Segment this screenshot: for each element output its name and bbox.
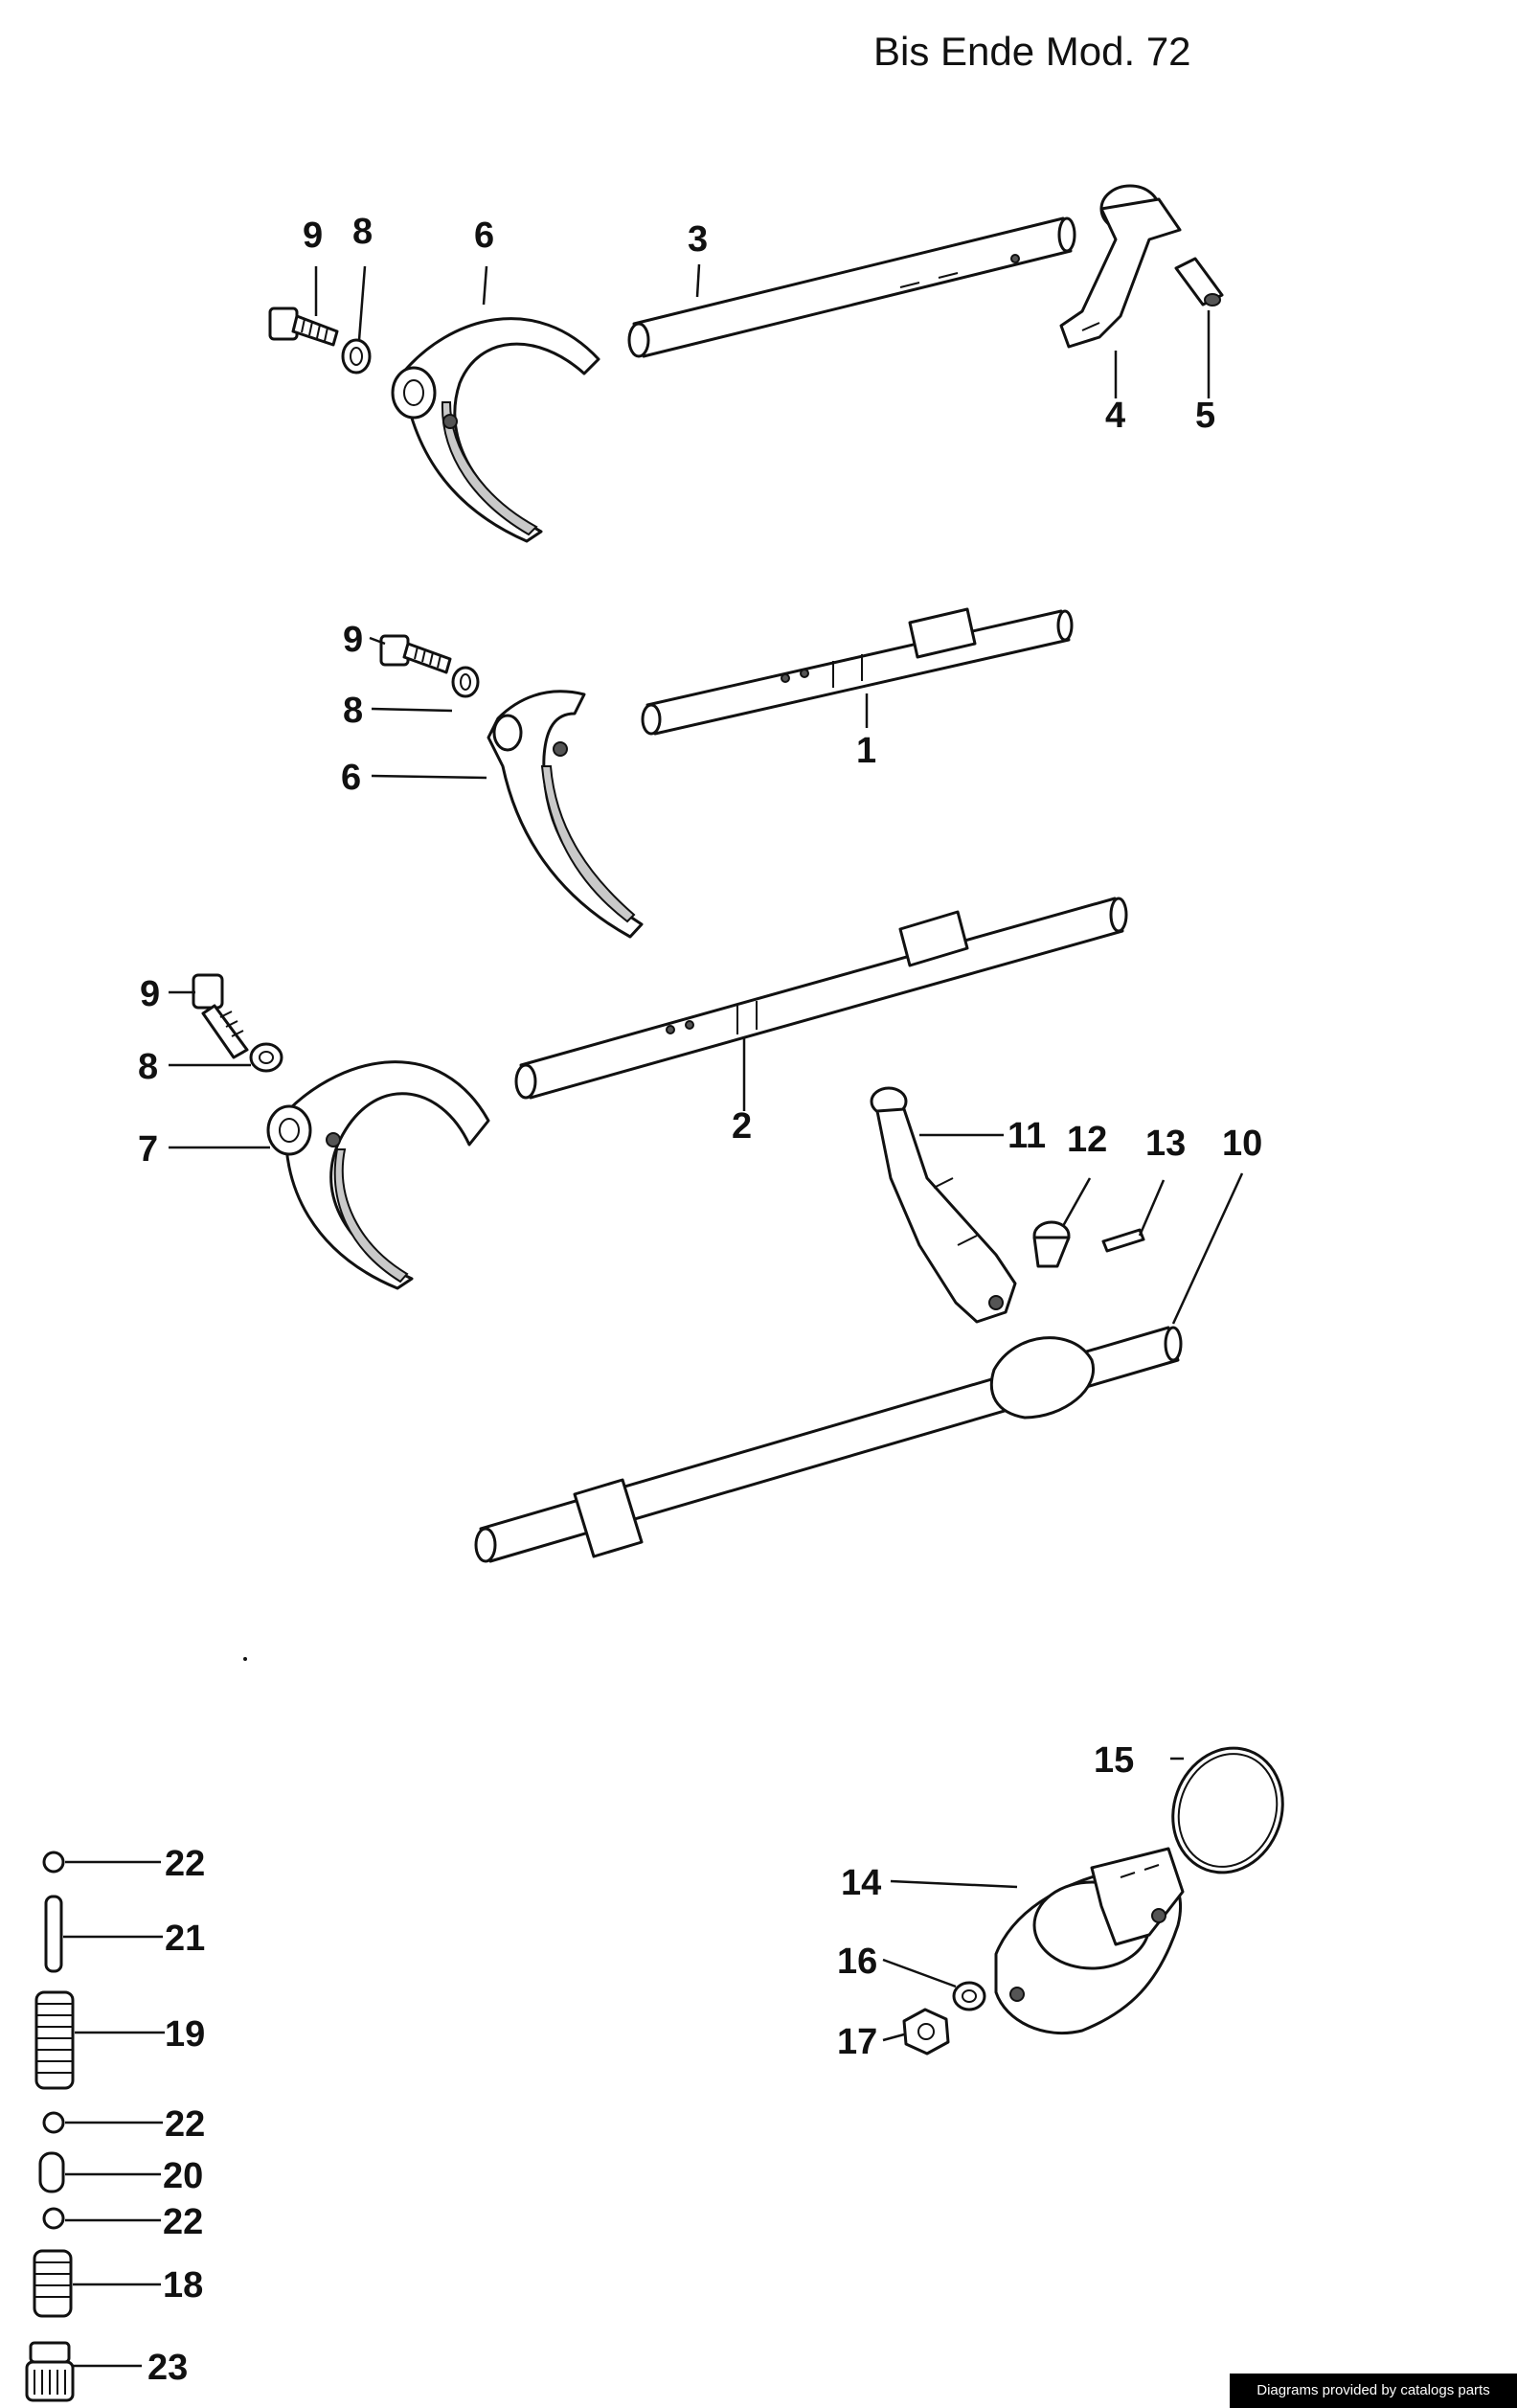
o-ring-15 (1171, 1746, 1284, 1874)
shift-fork-7 (266, 1060, 490, 1290)
ball-22-lower (42, 2207, 65, 2230)
credit-banner: Diagrams provided by catalogs parts (1230, 2374, 1517, 2408)
callout-9-lower: 9 (140, 974, 160, 1014)
leader-lines (63, 263, 1244, 2368)
callout-9-top: 9 (303, 216, 323, 256)
callout-22-lower: 22 (163, 2202, 203, 2242)
callout-20: 20 (163, 2156, 203, 2196)
bolt-9-lower (192, 973, 249, 1059)
shift-lever-11 (870, 1086, 1017, 1324)
selector-rod-1 (641, 607, 1074, 736)
washer-8-middle (451, 666, 480, 698)
spring-18 (33, 2249, 73, 2318)
callout-23: 23 (147, 2348, 188, 2388)
callout-5: 5 (1195, 396, 1215, 436)
shift-fork-6-middle (487, 690, 644, 939)
bolt-9-top (268, 307, 339, 347)
callout-8-top: 8 (352, 212, 373, 252)
callout-4: 4 (1105, 396, 1125, 436)
washer-16 (952, 1981, 986, 2011)
plug-23 (25, 2341, 75, 2402)
roll-pin-5 (1174, 257, 1224, 307)
callout-10: 10 (1222, 1124, 1262, 1164)
washer-8-lower (249, 1042, 283, 1073)
callout-15: 15 (1094, 1740, 1134, 1781)
callout-21: 21 (165, 1919, 205, 1959)
callout-22-middle: 22 (165, 2104, 205, 2145)
ball-22-middle (42, 2111, 65, 2134)
callout-18: 18 (163, 2265, 203, 2306)
callout-22-top: 22 (165, 1844, 205, 1884)
nut-17 (902, 2008, 950, 2056)
callout-13: 13 (1145, 1124, 1186, 1164)
diagram-title: Bis Ende Mod. 72 (873, 29, 1191, 74)
callout-9-middle: 9 (343, 620, 363, 660)
callout-8-middle: 8 (343, 691, 363, 731)
callout-16: 16 (837, 1942, 877, 1982)
ball-22-top (42, 1851, 65, 1874)
clip-13 (1101, 1228, 1145, 1253)
callout-14: 14 (841, 1863, 881, 1903)
pin-12 (1032, 1220, 1071, 1268)
callout-6-middle: 6 (341, 758, 361, 798)
callout-6-top: 6 (474, 216, 494, 256)
callout-17: 17 (837, 2022, 877, 2062)
callout-19: 19 (165, 2014, 205, 2055)
selector-rod-2 (514, 897, 1128, 1100)
spring-19 (34, 1990, 75, 2090)
shift-fork-6-top (391, 317, 600, 543)
bolt-9-middle (379, 634, 452, 674)
callout-7: 7 (138, 1129, 158, 1170)
stray-dot (243, 1657, 247, 1661)
callout-3: 3 (688, 219, 708, 260)
shift-lever-4 (1059, 184, 1182, 349)
pin-20 (38, 2151, 65, 2193)
selector-rod-3 (627, 216, 1076, 358)
callout-8-lower: 8 (138, 1047, 158, 1087)
cover-14 (994, 1847, 1185, 2035)
selector-rod-10 (474, 1326, 1183, 1563)
callout-12: 12 (1067, 1120, 1107, 1160)
callout-1: 1 (856, 731, 876, 771)
callout-11: 11 (1008, 1116, 1046, 1156)
washer-8-top (341, 338, 372, 375)
callout-2: 2 (732, 1106, 752, 1147)
pin-21 (44, 1895, 63, 1973)
